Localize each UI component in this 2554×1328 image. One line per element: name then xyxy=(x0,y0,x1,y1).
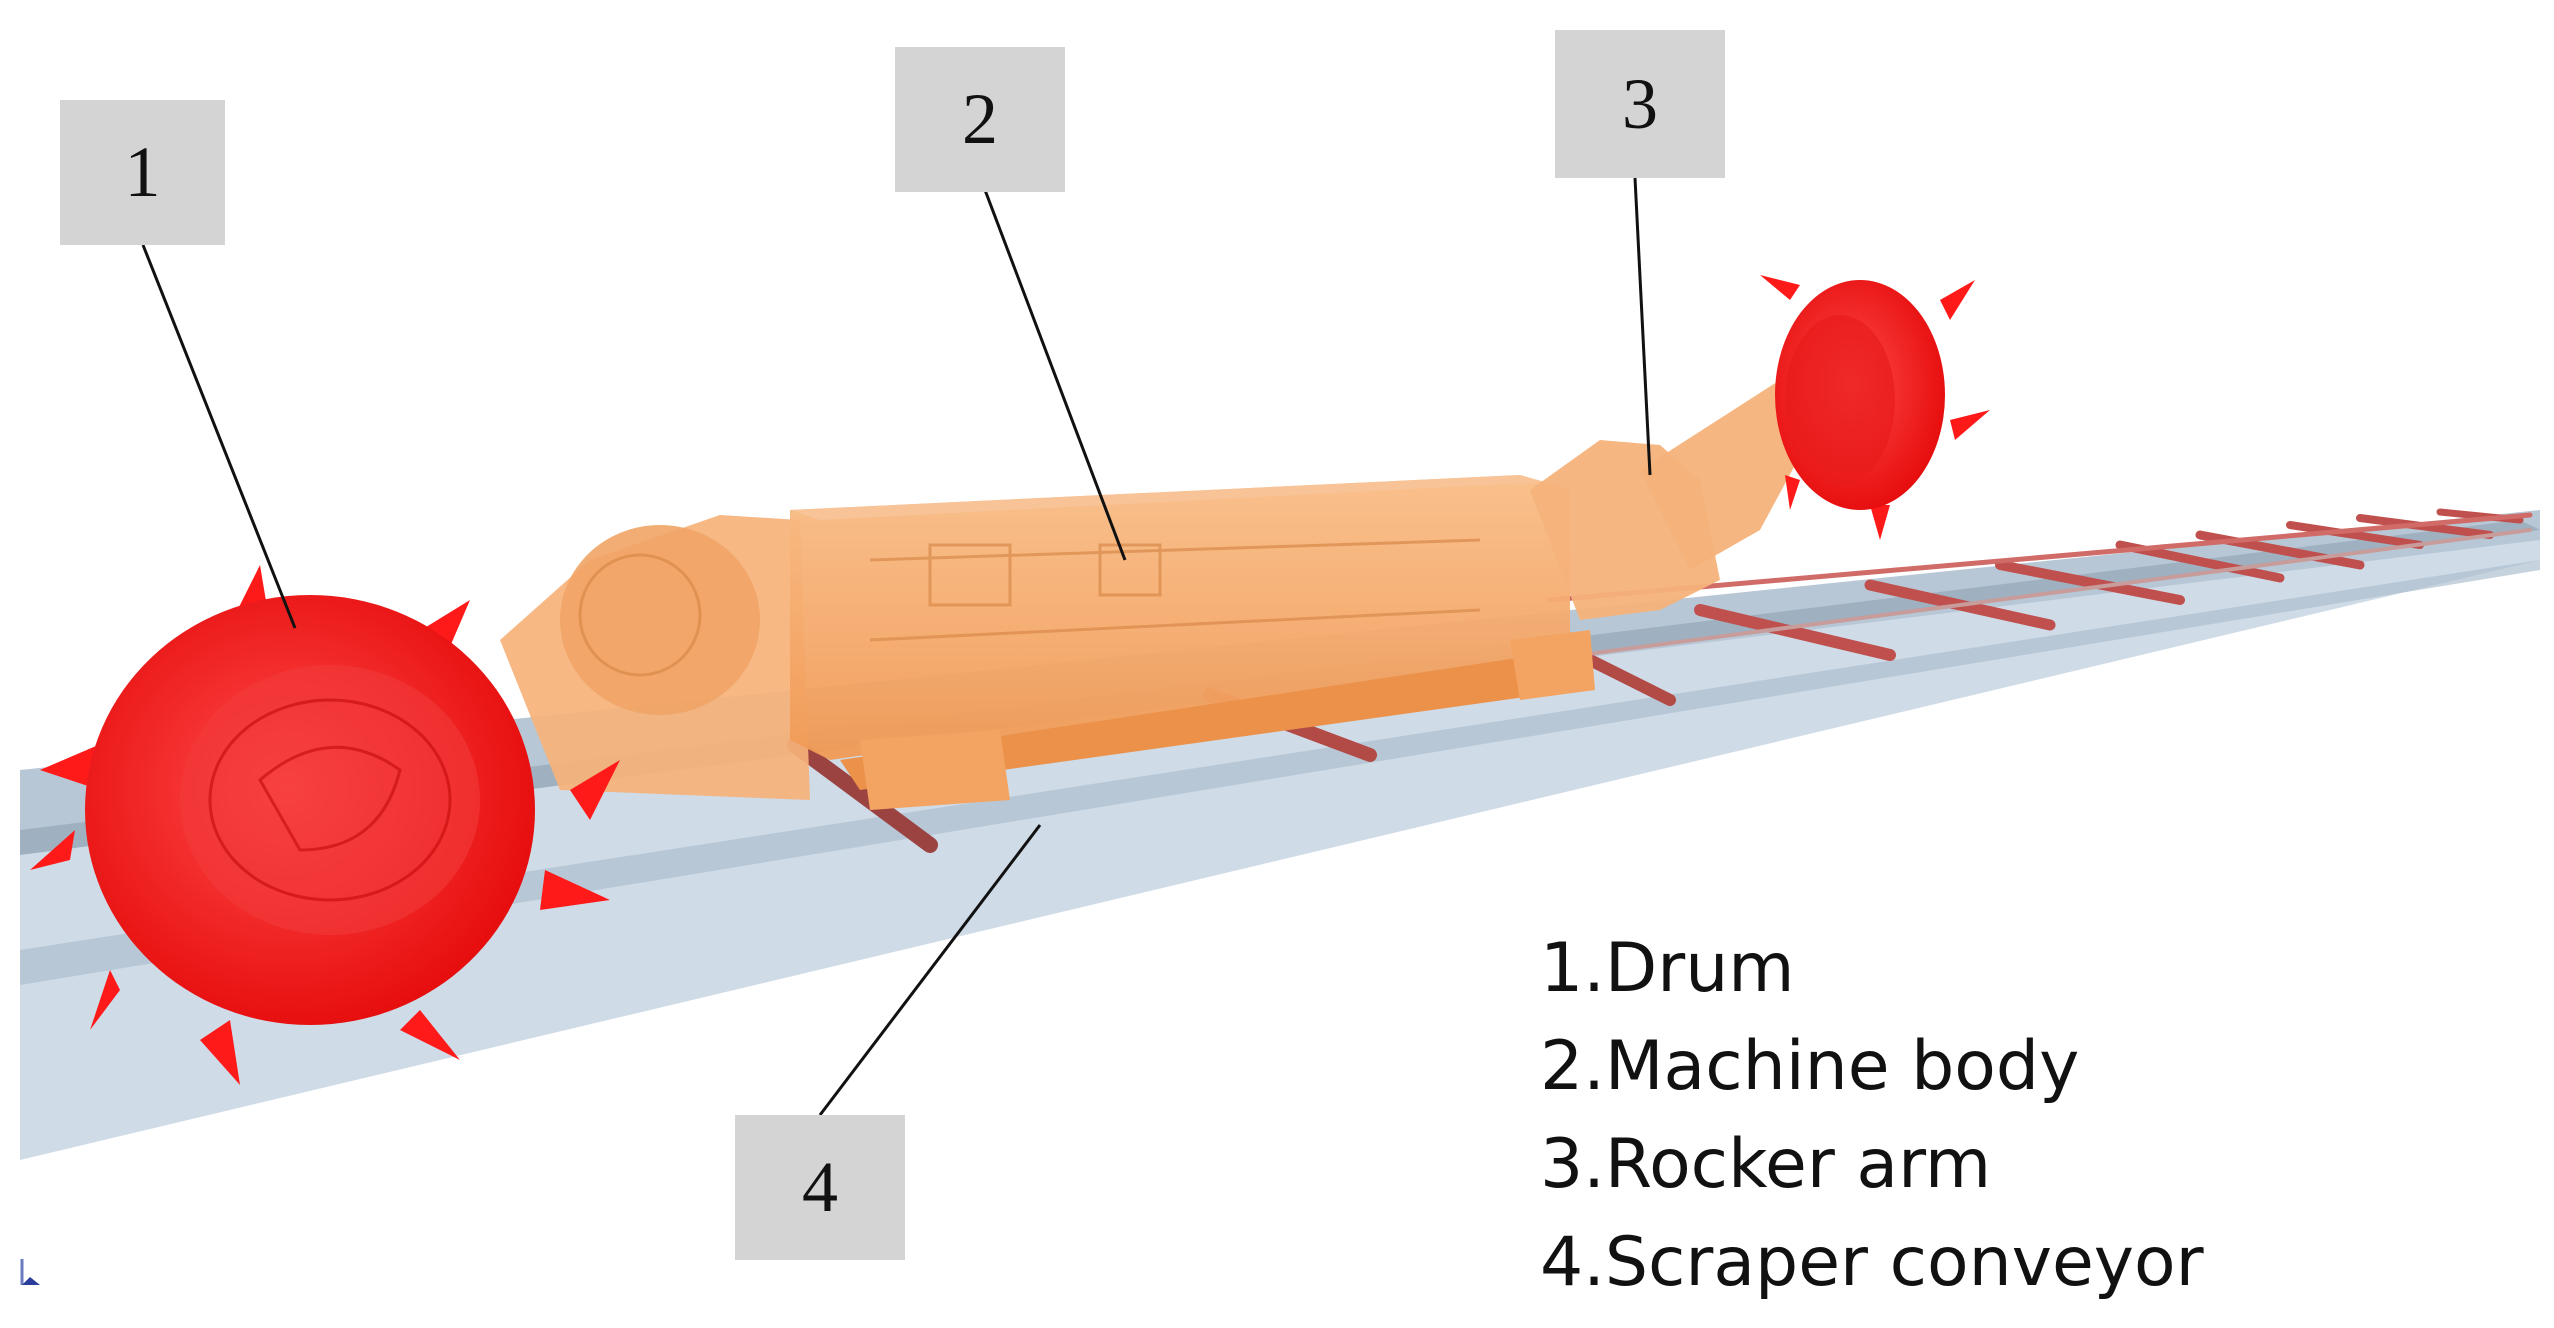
drum-left xyxy=(30,565,620,1085)
legend-item-drum: 1.Drum xyxy=(1540,929,1795,1008)
callout-4: 4 xyxy=(735,1115,905,1260)
callout-1: 1 xyxy=(60,100,225,245)
callout-3: 3 xyxy=(1555,30,1725,178)
axis-triad-icon xyxy=(20,1259,40,1285)
legend-item-scraper-conveyor: 4.Scraper conveyor xyxy=(1540,1223,2204,1302)
legend: 1.Drum 2.Machine body 3.Rocker arm 4.Scr… xyxy=(1540,920,2204,1312)
machine-body xyxy=(500,380,1830,810)
drum-right xyxy=(1760,275,1990,540)
legend-item-rocker-arm: 3.Rocker arm xyxy=(1540,1125,1992,1204)
callout-2: 2 xyxy=(895,47,1065,192)
leader-lines xyxy=(141,177,1652,1116)
legend-item-machine-body: 2.Machine body xyxy=(1540,1027,2080,1106)
